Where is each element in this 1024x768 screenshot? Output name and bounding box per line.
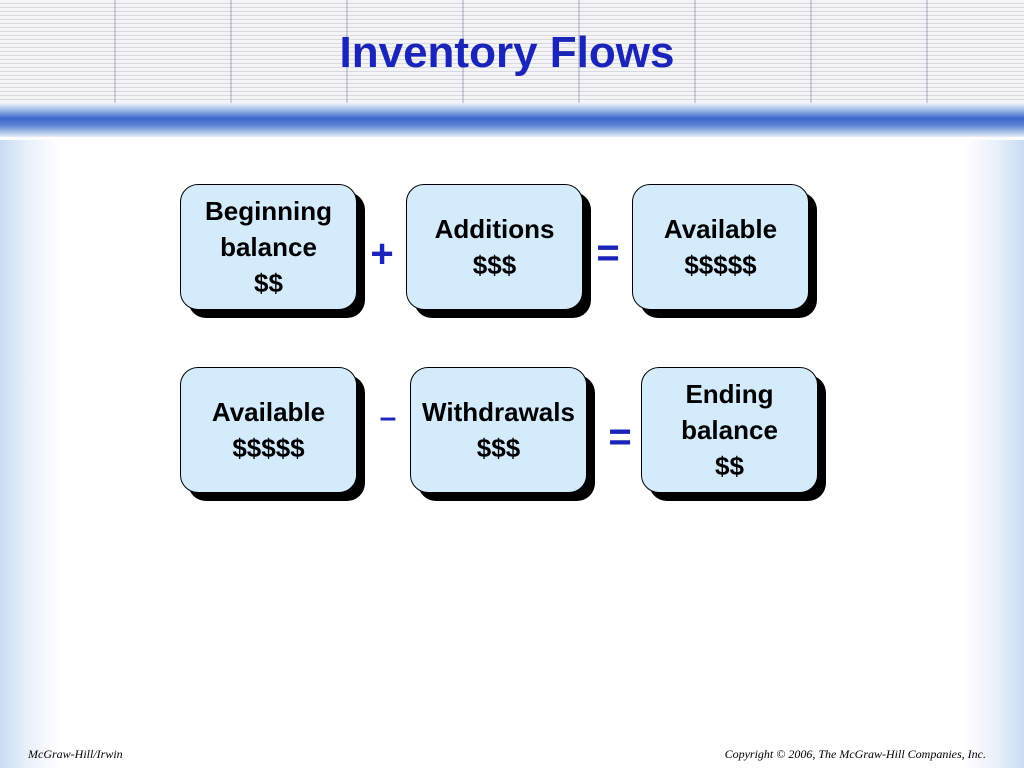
box-label-line: balance (220, 232, 317, 262)
box-amount: $$ (254, 268, 283, 298)
minus-operator: – (379, 401, 397, 434)
box-label-line: balance (681, 415, 778, 445)
available-text: Available $$$$$ (664, 211, 777, 283)
left-gradient-band (0, 140, 60, 768)
available-text-2: Available $$$$$ (212, 394, 325, 466)
box-label-line: Withdrawals (422, 397, 575, 427)
equals-operator-2: = (608, 415, 632, 459)
box-label-line: Ending (685, 379, 774, 409)
beginning-balance-box: Beginning balance $$ (180, 184, 357, 310)
box-amount: $$ (715, 451, 744, 481)
ending-balance-text: Ending balance $$ (681, 376, 778, 484)
box-label-line: Beginning (204, 196, 333, 226)
additions-text: Additions $$$ (435, 211, 555, 283)
footer-copyright: Copyright © 2006, The McGraw-Hill Compan… (724, 747, 986, 761)
box-label-line: Available (663, 214, 778, 244)
additions-box: Additions $$$ (406, 184, 583, 310)
available-box: Available $$$$$ (632, 184, 809, 310)
plus-operator: + (370, 232, 394, 276)
withdrawals-text: Withdrawals $$$ (422, 394, 575, 466)
beginning-balance-text: Beginning balance $$ (205, 193, 332, 301)
available-box-2: Available $$$$$ (180, 367, 357, 493)
box-label-line: Available (211, 397, 326, 427)
slide-title: Inventory Flows (339, 28, 675, 77)
ending-balance-box: Ending balance $$ (641, 367, 818, 493)
box-amount: $$$$$ (684, 250, 757, 280)
box-amount: $$$ (472, 250, 517, 280)
box-amount: $$$$$ (232, 433, 305, 463)
box-label-line: Additions (434, 214, 555, 244)
right-gradient-band (964, 140, 1024, 768)
equals-operator: = (596, 231, 620, 275)
box-amount: $$$ (476, 433, 521, 463)
title-underline-bar (0, 103, 1024, 137)
withdrawals-box: Withdrawals $$$ (410, 367, 587, 493)
slide-header (0, 0, 1024, 103)
footer-publisher: McGraw-Hill/Irwin (28, 747, 123, 761)
